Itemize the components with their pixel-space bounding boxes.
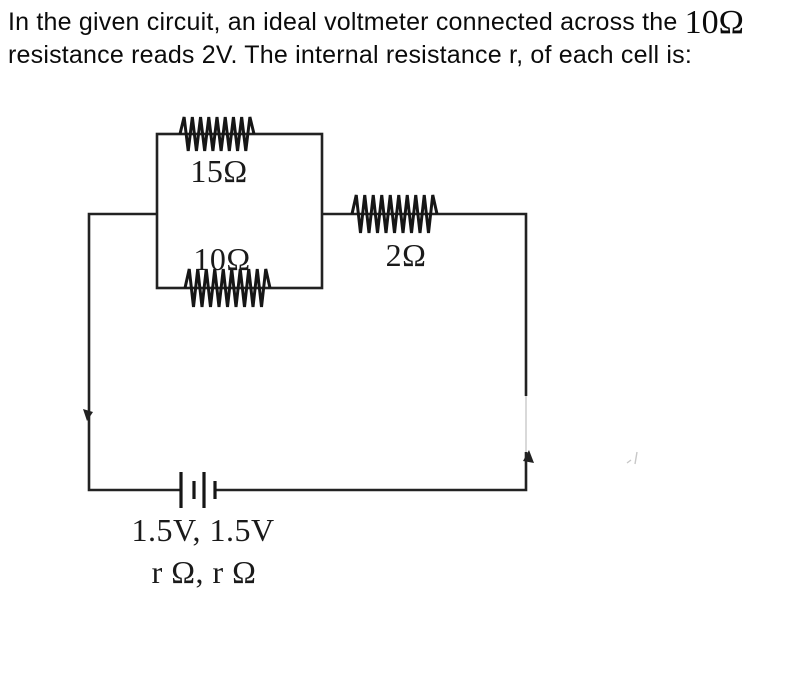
question-line-1-text: In the given circuit, an ideal voltmeter… [8,8,678,36]
question-text: In the given circuit, an ideal voltmeter… [8,6,792,72]
battery-symbol [179,472,217,508]
resistor-10ohm-label: 10Ω [193,241,250,277]
question-line-2: resistance reads 2V. The internal resist… [8,41,692,69]
current-arrow-right-icon [523,450,534,463]
resistance-value-math: 10Ω [684,4,744,41]
scan-speck [626,451,638,465]
resistor-10ohm-zigzag-icon [183,268,272,308]
resistor-15ohm-zigzag-icon [178,116,256,152]
current-arrow-left-icon [83,409,93,421]
wire-right-top [322,212,528,396]
wire-bottom-right [215,452,528,492]
resistor-2ohm-zigzag-icon [350,194,439,234]
battery-internal-resistance-label: r Ω, r Ω [152,554,257,590]
wire-left-loop [87,212,181,492]
resistor-15ohm-label: 15Ω [190,153,247,189]
question-line-1: In the given circuit, an ideal voltmeter… [8,4,792,41]
battery-emf-label: 1.5V, 1.5V [131,512,274,548]
resistor-2ohm-label: 2Ω [386,237,427,273]
